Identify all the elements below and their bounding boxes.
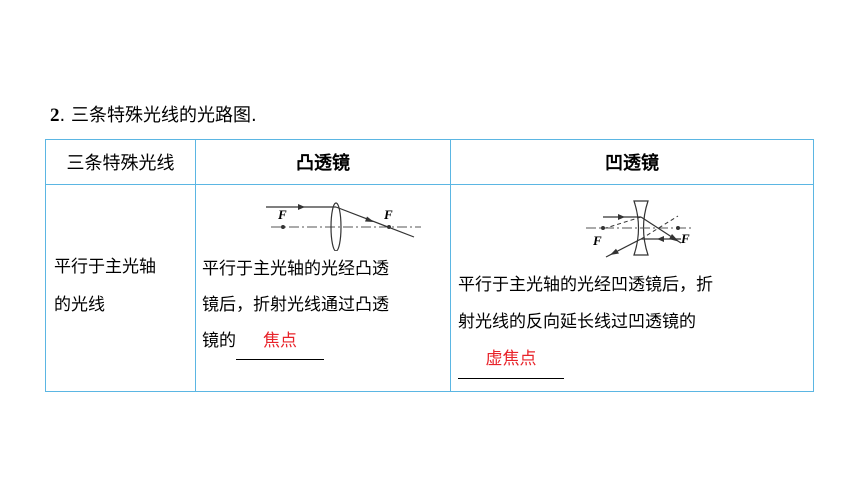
concave-line3: 虚焦点 (458, 341, 813, 379)
convex-cell: F F 平行于主光轴的光经凸透 镜后，折射光线通过凸透 镜的 焦点 (195, 184, 451, 392)
answer-blank: 虚焦点 (458, 341, 564, 379)
answer-blank: 焦点 (236, 323, 324, 360)
convex-lens-diagram: F F (266, 202, 421, 251)
concave-focus-point-left (601, 226, 605, 230)
concave-cell: F F 平行于主光轴的光经凹透镜后，折 射光线的反向延长线过凹透镜的 虚焦点 (450, 184, 814, 392)
header-concave: 凹透镜 (450, 139, 814, 185)
question-heading: 2. 三条特殊光线的光路图. (50, 104, 257, 128)
convex-line3: 镜的 焦点 (202, 323, 450, 360)
row-label-line1: 平行于主光轴 (54, 257, 156, 277)
header-rays: 三条特殊光线 (45, 139, 196, 185)
answer-focus: 焦点 (263, 331, 297, 351)
focus-label-right: F (383, 207, 393, 222)
focus-point-left (281, 225, 285, 229)
concave-focus-point-right (676, 226, 680, 230)
concave-focus-label-left: F (592, 233, 602, 248)
convex-description: 平行于主光轴的光经凸透 镜后，折射光线通过凸透 镜的 焦点 (196, 251, 450, 360)
concave-line1: 平行于主光轴的光经凹透镜后，折 (458, 275, 713, 295)
table-header-row: 三条特殊光线 凸透镜 凹透镜 (45, 139, 814, 185)
concave-focus-label-right: F (680, 231, 690, 246)
focus-point-right (387, 225, 391, 229)
question-text: . 三条特殊光线的光路图. (59, 105, 257, 126)
answer-virtual-focus: 虚焦点 (485, 349, 537, 369)
row-label-cell: 平行于主光轴 的光线 (45, 184, 196, 392)
convex-line1: 平行于主光轴的光经凸透 (202, 259, 389, 279)
question-number: 2 (50, 105, 60, 126)
row-label-line2: 的光线 (54, 295, 105, 315)
concave-line2: 射光线的反向延长线过凹透镜的 (458, 312, 696, 332)
concave-description: 平行于主光轴的光经凹透镜后，折 射光线的反向延长线过凹透镜的 虚焦点 (451, 267, 813, 379)
row-label: 平行于主光轴 的光线 (46, 185, 195, 324)
convex-line3-prefix: 镜的 (202, 331, 236, 351)
optics-table: 三条特殊光线 凸透镜 凹透镜 平行于主光轴 的光线 F F (45, 139, 814, 392)
convex-line2: 镜后，折射光线通过凸透 (202, 295, 389, 315)
header-convex: 凸透镜 (195, 139, 451, 185)
table-row: 平行于主光轴 的光线 F F 平行于主光轴的光经凸透 镜后，折射光线通过凸透 镜… (45, 184, 814, 392)
focus-label-left: F (277, 207, 287, 222)
concave-lens-diagram: F F (586, 200, 691, 258)
